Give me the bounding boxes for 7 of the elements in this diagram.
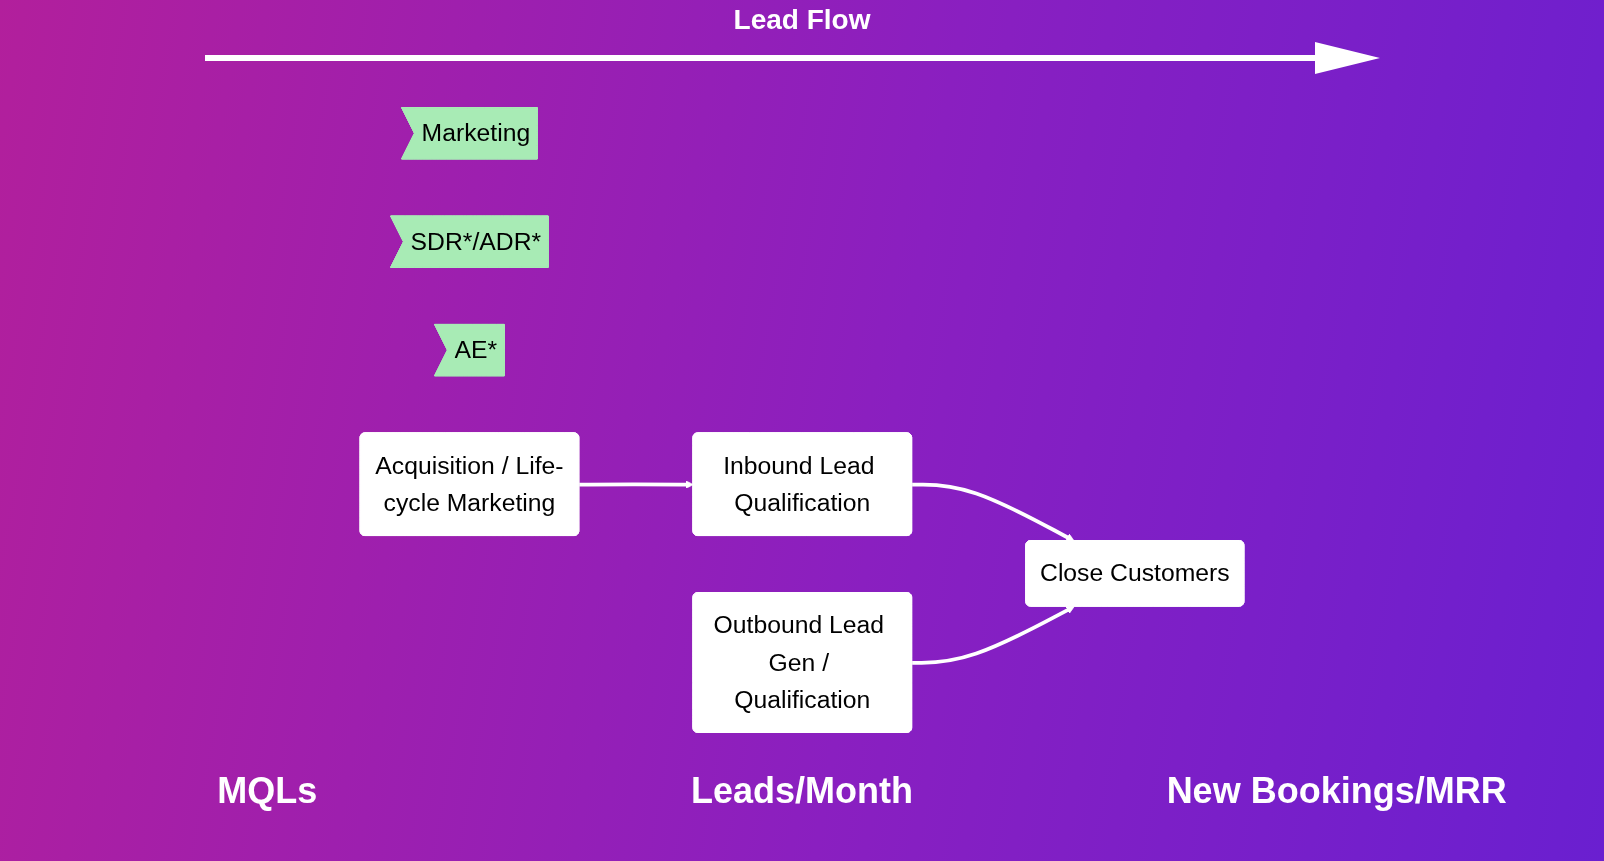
arrow bbox=[912, 482, 1075, 542]
diagram-title: Lead Flow bbox=[732, 4, 872, 36]
arrow bbox=[579, 480, 694, 489]
arrow bbox=[912, 606, 1075, 665]
metric-label: MQLs bbox=[216, 770, 319, 812]
metric-label: New Bookings/MRR bbox=[1165, 770, 1508, 812]
metric-label: Leads/Month bbox=[690, 770, 914, 812]
